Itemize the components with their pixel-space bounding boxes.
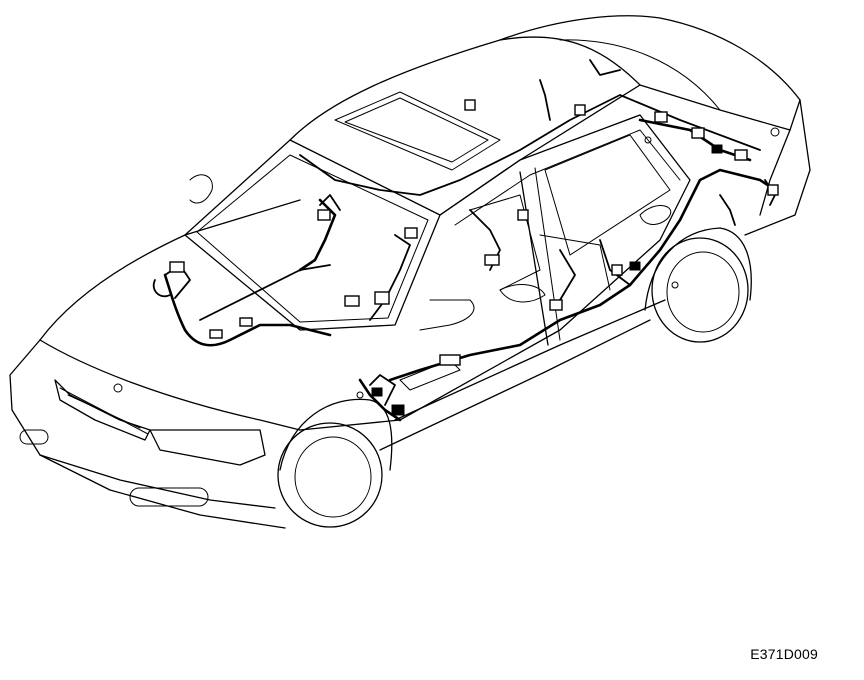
- connector: [169, 261, 185, 273]
- fuel-door: [639, 205, 672, 225]
- front-grille: [54, 379, 151, 441]
- connector: [654, 111, 668, 123]
- connector: [629, 261, 641, 271]
- connector: [371, 387, 383, 397]
- connector: [691, 127, 705, 139]
- headlight-left: [149, 429, 266, 466]
- connector: [391, 404, 405, 416]
- connector: [317, 209, 331, 221]
- connector: [209, 329, 223, 339]
- connector: [484, 254, 500, 266]
- hood-emblem: [113, 383, 123, 393]
- front-wheel: [277, 422, 383, 528]
- connector: [517, 209, 529, 221]
- side-mirror: [189, 174, 213, 204]
- connector: [374, 291, 390, 305]
- car-body-outline: [9, 15, 811, 529]
- connector: [439, 354, 461, 366]
- connector: [734, 149, 748, 161]
- figure-code-label: E371D009: [750, 646, 818, 662]
- connector: [464, 99, 476, 111]
- connector: [611, 264, 623, 276]
- connector: [549, 299, 563, 311]
- connector: [239, 317, 253, 327]
- connector: [574, 104, 586, 116]
- rear-wheel: [651, 237, 749, 343]
- grommets: [356, 127, 780, 399]
- harness-connectors: [169, 99, 779, 416]
- connector: [404, 227, 418, 239]
- fog-lights: [19, 429, 209, 507]
- connector: [767, 184, 779, 196]
- connector: [344, 295, 360, 307]
- connector: [711, 144, 723, 154]
